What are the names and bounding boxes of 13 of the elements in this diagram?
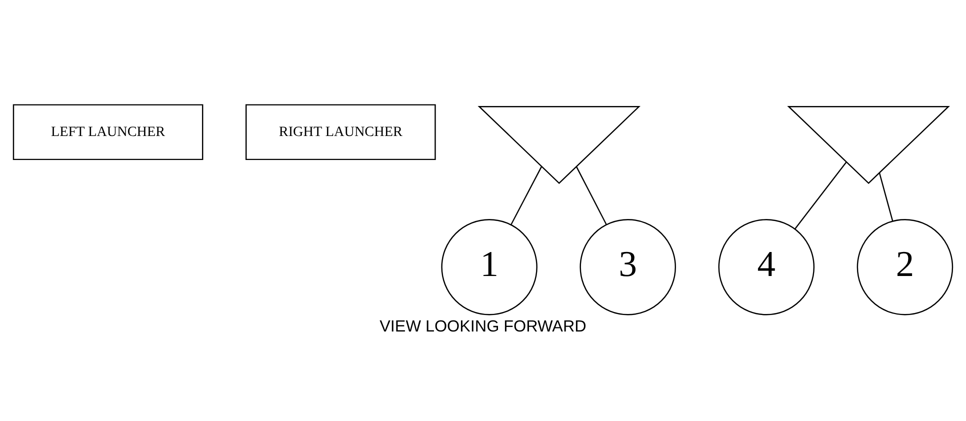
caption: VIEW LOOKING FORWARD bbox=[380, 317, 586, 336]
connector bbox=[576, 166, 607, 224]
connector bbox=[878, 172, 894, 221]
connector bbox=[510, 166, 542, 224]
node-box: LEFT LAUNCHER bbox=[12, 104, 204, 160]
node-box: RIGHT LAUNCHER bbox=[246, 104, 436, 160]
node-circle: 1 bbox=[441, 218, 538, 315]
node-circle: 2 bbox=[856, 218, 954, 315]
node-circle: 3 bbox=[580, 218, 676, 315]
node-triangle bbox=[478, 105, 640, 184]
node-circle: 4 bbox=[718, 218, 815, 315]
connector bbox=[794, 161, 847, 229]
node-triangle bbox=[787, 105, 950, 184]
